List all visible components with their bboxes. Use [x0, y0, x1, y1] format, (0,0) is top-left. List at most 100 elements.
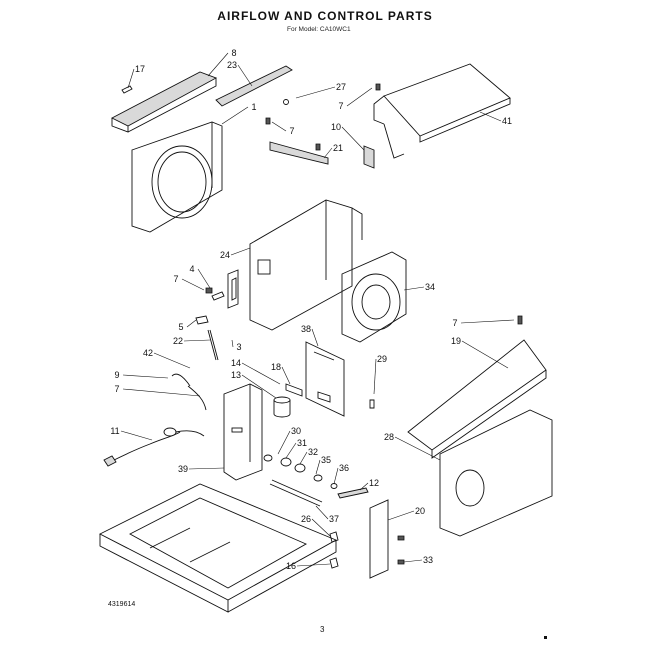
callout-label: 23 — [227, 60, 237, 70]
callout-label: 33 — [423, 555, 433, 565]
leader-line — [323, 147, 333, 159]
leader-line — [186, 319, 197, 328]
leader-line — [285, 442, 297, 459]
base-pan — [99, 483, 338, 613]
leader-line — [277, 430, 291, 455]
part-18-switch — [285, 383, 331, 403]
callout-label: 18 — [271, 362, 281, 372]
callout-label: 24 — [220, 250, 230, 260]
callout-label: 1 — [251, 102, 256, 112]
leader-line — [188, 467, 225, 470]
callout-label: 30 — [291, 426, 301, 436]
part-17-clip — [121, 85, 133, 94]
leader-line — [241, 374, 277, 399]
leader-line — [394, 436, 441, 461]
callout-label: 17 — [135, 64, 145, 74]
callout-label: 3 — [236, 342, 241, 352]
leader-line — [296, 563, 331, 567]
callout-label: 32 — [308, 447, 318, 457]
part-29-plug — [369, 399, 375, 409]
callout-label: 12 — [369, 478, 379, 488]
part-37-rod — [269, 479, 323, 507]
part-28-side-panel — [439, 409, 553, 537]
part-12-shaft — [337, 487, 369, 499]
callout-label: 16 — [286, 561, 296, 571]
leader-line — [461, 340, 509, 369]
callout-label: 35 — [321, 455, 331, 465]
callout-label: 38 — [301, 324, 311, 334]
callout-label: 14 — [231, 358, 241, 368]
callout-label: 7 — [173, 274, 178, 284]
part-11-power-cord — [103, 427, 205, 467]
leader-line — [271, 121, 287, 132]
callout-label: 27 — [336, 82, 346, 92]
part-22-rod — [207, 329, 219, 361]
leader-line — [230, 247, 251, 256]
leader-line — [120, 430, 153, 441]
corner-mark — [544, 636, 547, 639]
callout-label: 41 — [502, 116, 512, 126]
callout-label: 31 — [297, 438, 307, 448]
leader-line — [403, 559, 423, 563]
leader-line — [341, 126, 365, 151]
callout-label: 36 — [339, 463, 349, 473]
page-number: 3 — [320, 625, 325, 634]
part-13-capacitor — [273, 396, 291, 418]
callout-label: 39 — [178, 464, 188, 474]
callout-label: 7 — [338, 101, 343, 111]
callout-label: 11 — [110, 426, 119, 436]
callout-label: 21 — [333, 143, 343, 153]
leader-line — [333, 467, 339, 485]
leader-line — [241, 362, 281, 385]
part-5-clip — [195, 315, 209, 325]
callout-label: 26 — [301, 514, 311, 524]
leader-line — [479, 111, 502, 122]
part-23-strip — [215, 65, 293, 107]
part-24-partition — [227, 199, 363, 331]
leader-line — [460, 319, 515, 324]
callout-label: 7 — [452, 318, 457, 328]
part-21-bracket — [269, 141, 329, 165]
callout-label: 9 — [114, 370, 119, 380]
part-41-top-panel — [373, 63, 511, 159]
part-4-bracket — [205, 287, 225, 301]
callout-label: 5 — [178, 322, 183, 332]
diagram-title: AIRFLOW AND CONTROL PARTS — [217, 9, 433, 23]
leader-line — [181, 278, 205, 291]
part-38-bracket — [305, 341, 345, 417]
part-34-blower-housing — [341, 251, 407, 343]
leader-line — [153, 352, 191, 369]
part-42-wire — [187, 385, 207, 411]
leader-line — [315, 505, 329, 520]
leader-line — [237, 64, 253, 87]
leader-line — [359, 482, 369, 491]
leader-line — [387, 510, 415, 521]
leader-line — [183, 339, 211, 342]
callout-label: 4 — [189, 264, 194, 274]
part-16-clip — [329, 557, 339, 569]
callout-label: 28 — [384, 432, 394, 442]
part-9-wire — [171, 373, 191, 387]
callout-label: 10 — [331, 122, 341, 132]
callout-label: 13 — [231, 370, 241, 380]
model-line: For Model: CA10WC1 — [287, 26, 351, 33]
part-10-damper — [363, 145, 375, 169]
callout-label: 7 — [289, 126, 294, 136]
leader-line — [295, 86, 336, 99]
leader-line — [207, 52, 229, 77]
part-19-front-rail — [407, 315, 547, 459]
part-26-clip — [329, 531, 339, 543]
doc-number: 4319614 — [108, 601, 136, 608]
leader-line — [231, 339, 234, 348]
callout-label: 29 — [377, 354, 387, 364]
callout-label: 20 — [415, 506, 425, 516]
callout-label: 37 — [329, 514, 339, 524]
leader-line — [197, 268, 211, 289]
callout-label: 22 — [173, 336, 183, 346]
callout-label: 19 — [451, 336, 461, 346]
part-1-fan-shroud — [131, 121, 223, 233]
leader-line — [311, 328, 319, 347]
